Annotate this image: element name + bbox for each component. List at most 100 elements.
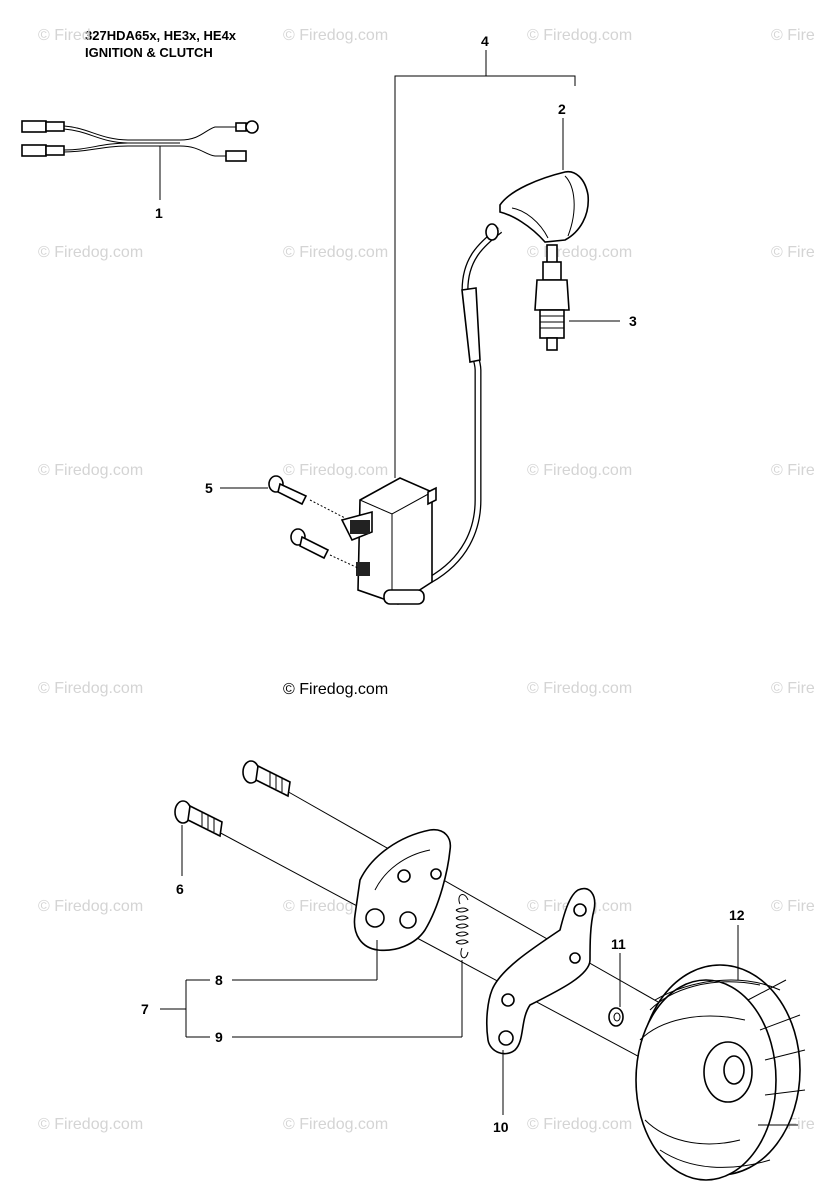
screw-path	[309, 499, 346, 519]
plate-body	[485, 888, 596, 1055]
harness-connector-lower-body	[45, 145, 65, 156]
shoe-hole	[399, 911, 417, 929]
assembly-lines	[214, 789, 726, 1101]
watermark: © Fire	[771, 27, 815, 44]
plate-hole	[501, 993, 515, 1007]
lead-sleeve	[461, 287, 481, 363]
wiring-harness	[21, 120, 259, 200]
harness-wire	[63, 128, 180, 144]
watermark: © Firedog.com	[527, 680, 632, 697]
plug-insulator	[542, 261, 562, 281]
harness-connector-upper	[21, 120, 47, 133]
harness-connector-upper-body	[45, 121, 65, 132]
flywheel-fin	[654, 979, 781, 1001]
plug-tip	[546, 337, 558, 351]
cap-boot	[485, 223, 499, 241]
callout-8: 8	[215, 972, 223, 988]
watermark: © Firedog.com	[283, 244, 388, 261]
flywheel-fin	[764, 1089, 806, 1096]
callout-bracket-7	[160, 979, 462, 1038]
diagram-title: 327HDA65x, HE3x, HE4x IGNITION & CLUTCH	[85, 27, 236, 61]
shoe-hole	[397, 869, 411, 883]
spring-coils	[455, 907, 469, 945]
flywheel-fin	[764, 1049, 806, 1061]
watermark: © Firedog.com	[38, 244, 143, 261]
callout-2: 2	[558, 101, 566, 117]
flywheel	[635, 925, 806, 1181]
watermark: © Firedog.com	[527, 462, 632, 479]
callout-7: 7	[141, 1001, 149, 1017]
callout-6: 6	[176, 881, 184, 897]
shoe-hole	[365, 908, 385, 928]
spark-plug	[534, 244, 620, 351]
module-body	[357, 477, 433, 605]
shoe-body	[353, 828, 452, 952]
clutch-spring	[455, 894, 469, 1037]
module-core-lower	[356, 562, 370, 576]
spade-terminal	[225, 150, 247, 162]
callout-9: 9	[215, 1029, 223, 1045]
flywheel-fin	[639, 1015, 746, 1041]
assembly-line	[284, 789, 726, 1041]
cap-edge	[564, 175, 575, 237]
title-models: 327HDA65x, HE3x, HE4x	[85, 28, 237, 43]
washer-outer	[608, 1007, 624, 1027]
callout-11: 11	[611, 936, 626, 952]
plug-hex	[534, 279, 570, 311]
module-tab	[427, 486, 437, 506]
watermark: © Firedog.com	[283, 462, 388, 479]
module-core-upper-fill	[350, 520, 370, 534]
spring-hook	[460, 947, 469, 959]
watermark: © Firedog.com	[38, 680, 143, 697]
watermark: © Firedog.com	[38, 462, 143, 479]
watermark: © Fire	[771, 462, 815, 479]
plug-terminal	[546, 244, 558, 264]
spark-plug-cap	[485, 118, 590, 243]
washer-inner	[613, 1012, 621, 1022]
watermark: © Fire	[771, 898, 815, 915]
clutch-bolts	[174, 760, 291, 876]
watermark: © Fire	[771, 244, 815, 261]
watermark: © Firedog.com	[38, 898, 143, 915]
spring-hook	[458, 894, 469, 905]
flywheel-fin	[644, 1119, 741, 1145]
assembly-line	[214, 829, 721, 1101]
watermark: © Firedog.com	[38, 1116, 143, 1133]
cap-edge	[511, 207, 549, 239]
ht-lead-inner	[428, 228, 502, 582]
bolt-shank	[255, 764, 291, 798]
flywheel-fin	[759, 1014, 801, 1031]
ht-lead	[428, 227, 503, 584]
flywheel-fin	[649, 981, 761, 1011]
plate-hole	[498, 1030, 514, 1046]
watermark: © Fired	[38, 27, 91, 44]
callout-4: 4	[481, 33, 489, 49]
plate-hole	[569, 952, 581, 964]
watermark: © Firedog.com	[527, 244, 632, 261]
clutch-plate	[485, 888, 596, 1115]
harness-wire	[63, 125, 240, 141]
flywheel-fin	[747, 979, 787, 1001]
callout-12: 12	[729, 907, 745, 923]
cap-body	[499, 170, 590, 243]
ring-terminal-crimp	[235, 122, 247, 132]
shoe-hole	[430, 868, 442, 880]
flywheel-bore	[723, 1055, 745, 1085]
screw-path	[329, 554, 359, 569]
watermark: © Firedog.com	[527, 27, 632, 44]
clutch-shoe	[353, 828, 452, 980]
callout-bracket	[394, 75, 576, 478]
watermark: © Firedog.com	[283, 27, 388, 44]
bolt-shank	[187, 804, 223, 838]
callout-labels: 1 2 3 4 5 6 7 8 9 10 11 12	[141, 33, 745, 1135]
callout-3: 3	[629, 313, 637, 329]
shoe-edge	[374, 849, 431, 891]
callout-10: 10	[493, 1119, 509, 1135]
module-screws	[220, 475, 359, 569]
harness-wire	[63, 142, 131, 151]
title-section: IGNITION & CLUTCH	[85, 45, 213, 60]
watermark: © Firedog.com	[527, 1116, 632, 1133]
screw-shank	[299, 535, 330, 560]
callout-1: 1	[155, 205, 163, 221]
washer	[608, 953, 624, 1027]
